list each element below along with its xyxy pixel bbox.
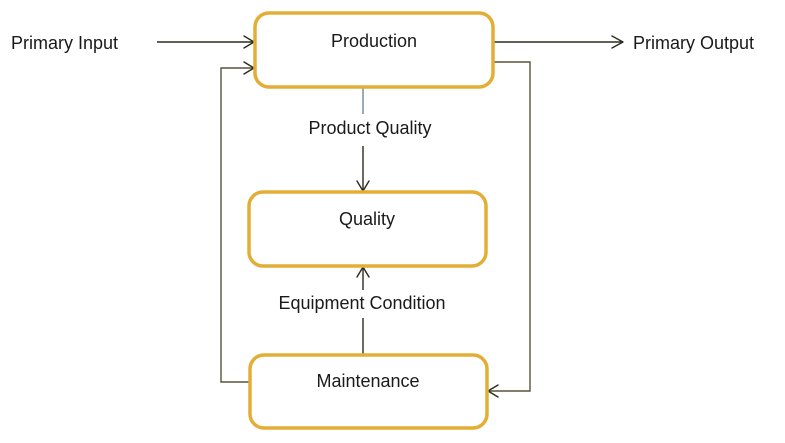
arrowhead-icon (611, 35, 624, 49)
edge-label-product-quality: Product Quality (308, 118, 431, 138)
node-production: Production (253, 11, 495, 89)
primary-input-label: Primary Input (11, 33, 118, 53)
edge-production-to-quality: Product Quality (308, 88, 432, 192)
node-label-maintenance: Maintenance (316, 371, 419, 391)
edge-production-to-maintenance (487, 61, 531, 398)
node-label-quality: Quality (339, 209, 395, 229)
node-quality: Quality (247, 190, 488, 268)
edge-input-to-production (157, 35, 255, 49)
edge-production-to-output (493, 35, 624, 49)
primary-output-label: Primary Output (633, 33, 754, 53)
node-label-production: Production (331, 31, 417, 51)
edge-maintenance-to-quality: Equipment Condition (278, 266, 446, 354)
edge-label-equipment-condition: Equipment Condition (278, 293, 445, 313)
node-maintenance: Maintenance (248, 353, 489, 430)
